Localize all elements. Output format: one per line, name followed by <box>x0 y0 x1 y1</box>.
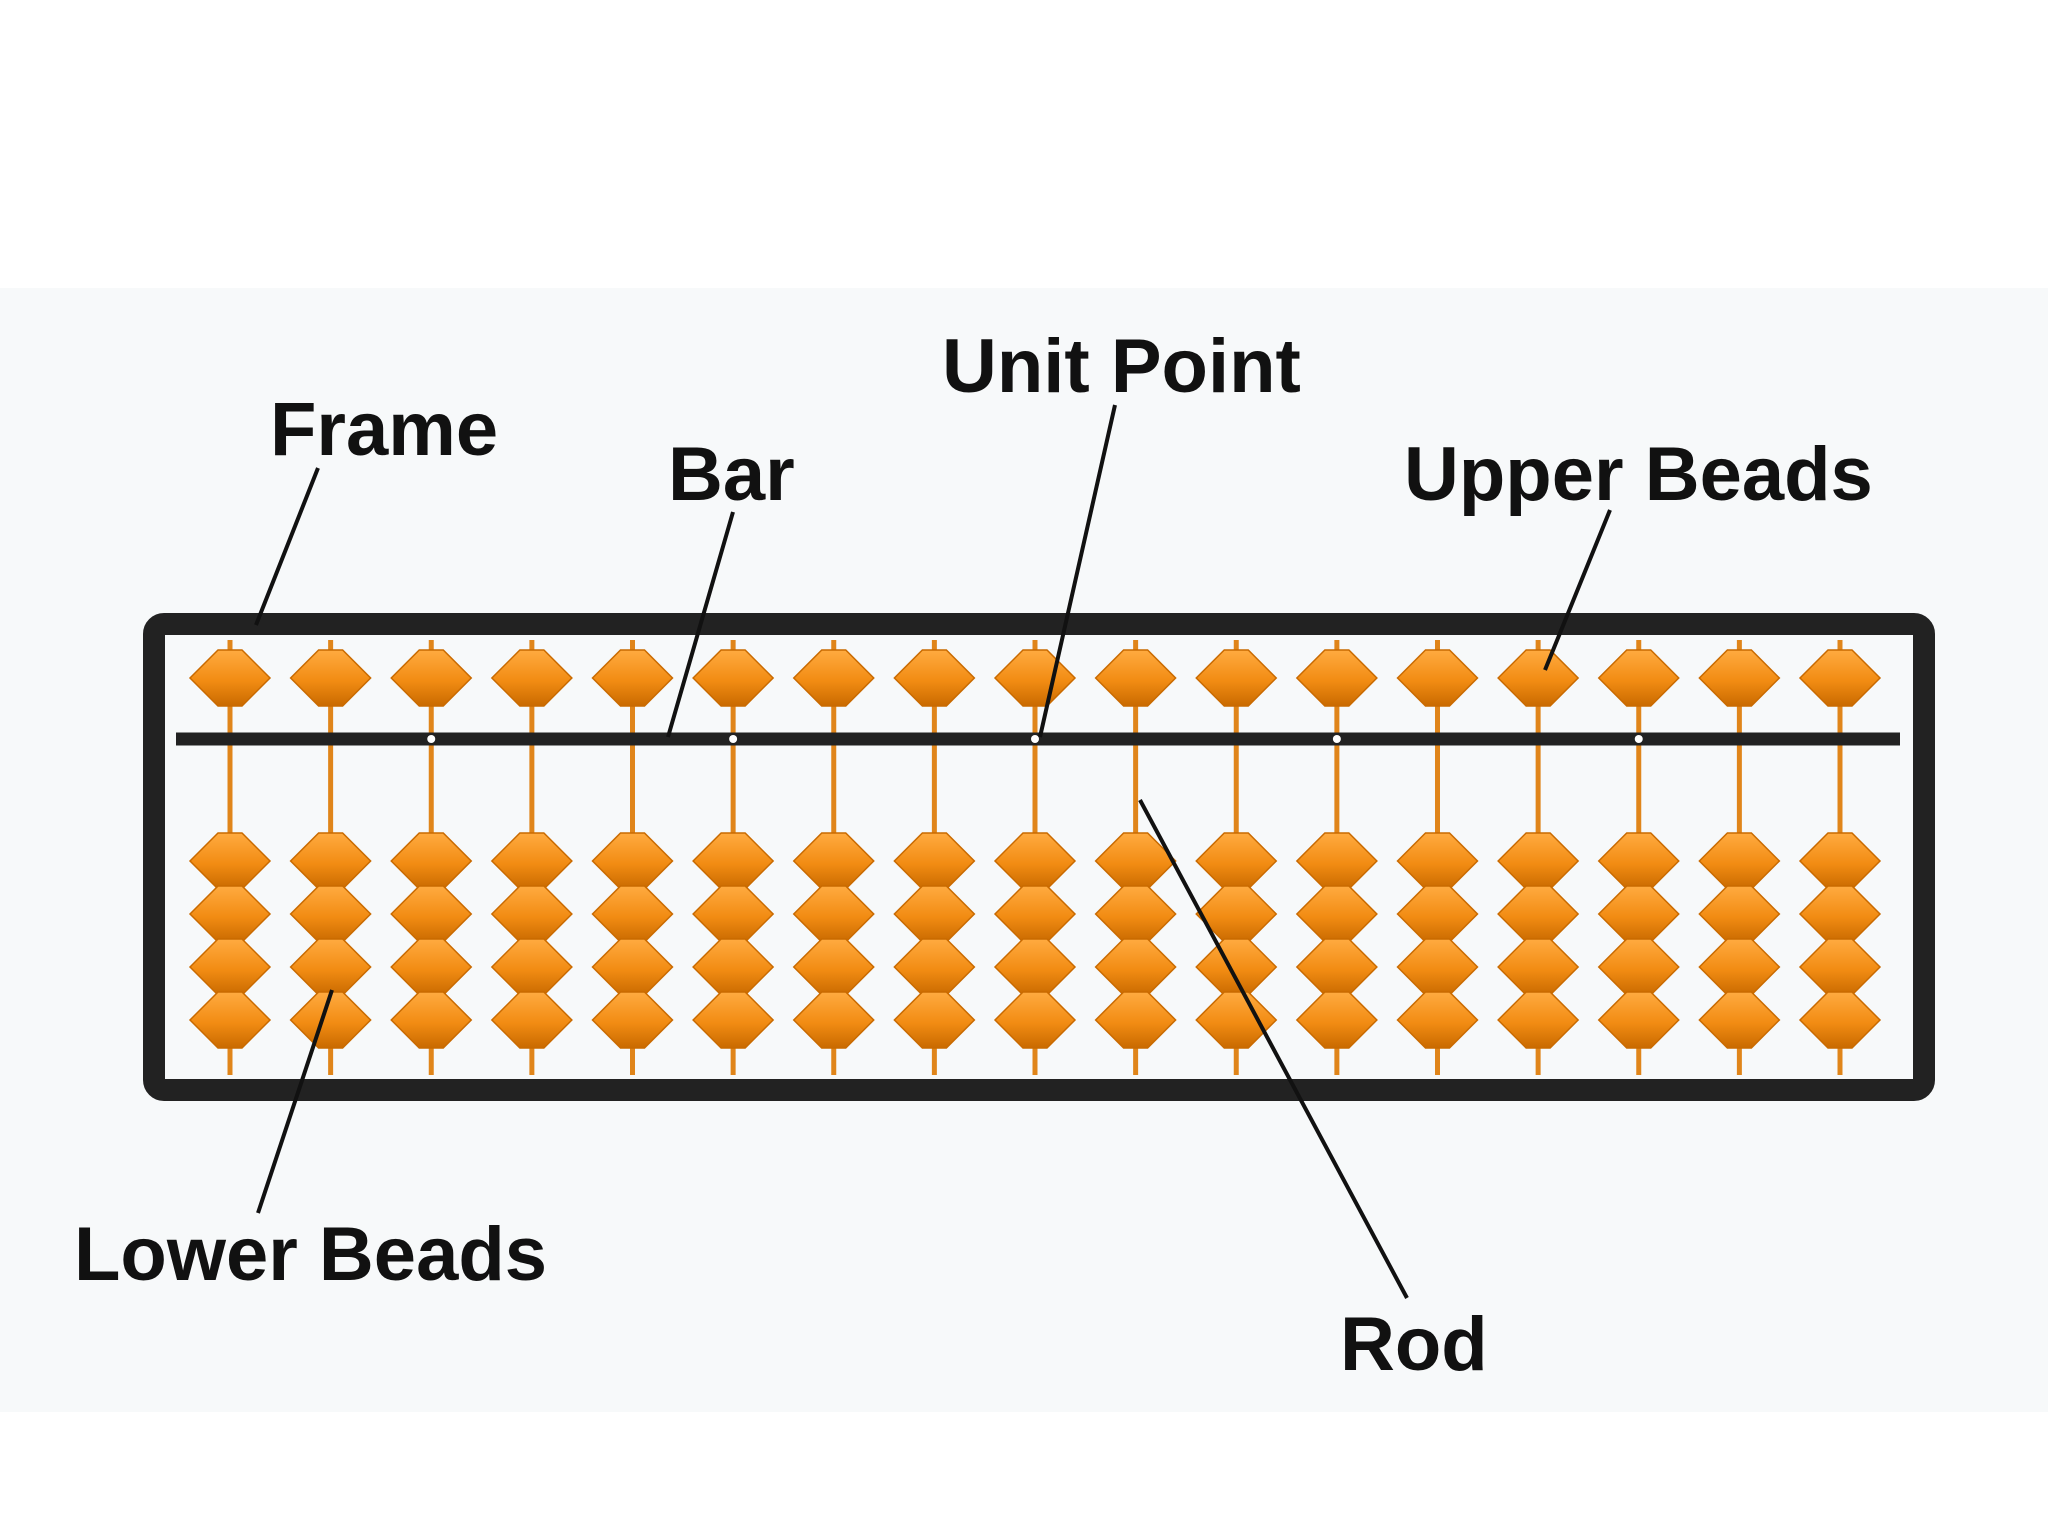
lower-beads-label: Lower Beads <box>74 1212 547 1297</box>
upper-bead <box>1497 649 1580 707</box>
lower-bead <box>993 991 1077 1049</box>
lower-bead <box>1396 991 1479 1049</box>
unit-point-leader-line <box>1038 404 1117 738</box>
leader-lines <box>254 404 1612 1299</box>
upper-beads-group <box>188 649 1882 707</box>
lower-bead <box>792 991 875 1049</box>
lower-bead <box>188 991 272 1049</box>
upper-bead <box>1597 649 1680 707</box>
lower-bead <box>591 991 674 1049</box>
upper-bead <box>490 649 573 707</box>
upper-beads-label: Upper Beads <box>1404 432 1873 517</box>
upper-bead <box>1195 649 1278 707</box>
lower-bead <box>1798 991 1882 1049</box>
unit-point-label: Unit Point <box>942 324 1301 409</box>
unit-point-dot <box>729 735 738 743</box>
upper-bead <box>692 649 775 707</box>
unit-points-group <box>427 735 1643 743</box>
unit-point-dot <box>427 735 436 743</box>
lower-beads-leader-line <box>256 989 334 1214</box>
lower-bead <box>1698 991 1781 1049</box>
upper-beads-leader-line <box>1543 509 1612 671</box>
abacus-frame <box>143 613 1935 1101</box>
upper-bead <box>1396 649 1479 707</box>
upper-bead <box>188 649 272 707</box>
lower-bead <box>1094 991 1177 1049</box>
unit-point-dot <box>1031 735 1039 743</box>
frame-label: Frame <box>270 387 498 472</box>
lower-bead <box>1195 991 1278 1049</box>
unit-point-dot <box>1332 735 1341 743</box>
upper-bead <box>1094 649 1177 707</box>
upper-bead <box>591 649 674 707</box>
bar-label: Bar <box>668 432 795 517</box>
upper-bead <box>792 649 875 707</box>
frame-leader-line <box>254 467 320 626</box>
lower-bead <box>490 991 573 1049</box>
upper-bead <box>1295 649 1378 707</box>
lower-bead <box>692 991 775 1049</box>
lower-bead <box>893 991 976 1049</box>
rod-leader-line <box>1138 799 1409 1299</box>
lower-bead <box>289 991 372 1049</box>
lower-beads-group <box>188 832 1882 1049</box>
lower-bead <box>1295 991 1378 1049</box>
rod-label: Rod <box>1340 1302 1488 1387</box>
lower-bead <box>390 991 473 1049</box>
upper-bead <box>1798 649 1882 707</box>
upper-bead <box>390 649 473 707</box>
lower-bead <box>1597 991 1680 1049</box>
bar-leader-line <box>666 511 735 738</box>
upper-bead <box>1698 649 1781 707</box>
lower-bead <box>1497 991 1580 1049</box>
upper-bead <box>893 649 976 707</box>
unit-point-dot <box>1634 735 1643 743</box>
upper-bead <box>289 649 372 707</box>
